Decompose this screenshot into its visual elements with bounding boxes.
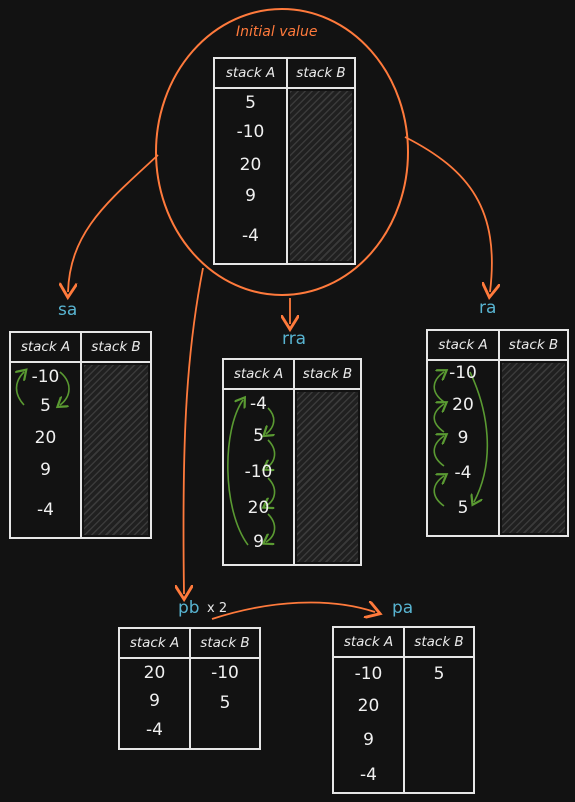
stack-b-header: stack B [405,628,473,658]
stack-a-value: 9 [457,428,469,448]
stack-a-value: -10 [31,367,60,387]
stack-b-header: stack B [288,59,354,89]
stack-a-header: stack A [120,629,189,659]
op-label-pa: pa [392,598,414,618]
stack-a-value: 5 [457,498,469,518]
arrow-pb-to-pa [211,602,375,620]
empty-stack-hatch [297,392,358,562]
stack-a-value: 9 [40,460,51,480]
stack-table-pb: stack A 20 9 -4 stack B -10 5 [118,627,261,750]
stack-a-value: -4 [242,226,259,246]
stack-a-value: -10 [236,122,265,142]
stack-a-value: 9 [149,691,160,711]
arrow-to-sa [68,154,159,292]
stack-a-value: 20 [452,395,474,415]
stack-a-value: -10 [244,462,273,482]
stack-b-value: 5 [433,664,445,684]
op-label-rra: rra [282,329,307,349]
stack-a-value: -10 [354,664,383,684]
stack-table-sa: stack A -10 5 20 9 -4 stack B [9,331,152,539]
stack-table-initial: stack A 5 -10 20 9 -4 stack B [213,57,356,265]
op-label-pb-times: x 2 [207,601,228,616]
stack-a-value: 5 [245,93,256,113]
stack-b-header: stack B [500,331,567,361]
stack-b-header: stack B [295,360,360,390]
stack-b-header: stack B [191,629,259,659]
stack-a-value: 9 [363,730,374,750]
stack-a-value: 20 [143,663,166,683]
empty-stack-hatch [502,363,565,533]
op-label-ra: ra [479,298,497,318]
arrow-to-pb [183,267,204,594]
stack-a-header: stack A [11,333,80,363]
stack-a-value: -4 [360,765,377,785]
stack-a-header: stack A [224,360,293,390]
stack-a-value: 9 [253,532,264,552]
empty-stack-hatch [290,91,352,261]
stack-a-value: -4 [37,500,54,520]
stack-a-value: -10 [449,363,477,383]
initial-value-title: Initial value [236,24,318,40]
stack-a-value: -4 [146,720,163,740]
stack-a-value: 20 [357,696,380,716]
stack-table-pa: stack A -10 20 9 -4 stack B 5 [332,626,475,794]
stack-a-value: 9 [245,186,256,206]
stack-table-ra: stack A -10 20 9 -4 5 stack B [426,329,569,537]
stack-a-value: 5 [253,426,264,446]
stack-table-rra: stack A -4 5 -10 20 9 stack B [222,358,362,566]
arrow-to-ra [404,136,492,292]
stack-a-header: stack A [215,59,286,89]
stack-a-header: stack A [428,331,498,361]
stack-b-header: stack B [82,333,150,363]
stack-b-value: 5 [219,693,231,713]
stack-a-header: stack A [334,628,403,658]
empty-stack-hatch [84,365,148,535]
stack-a-value: 20 [247,498,270,518]
op-label-pb: pb [178,598,200,618]
stack-b-value: -10 [211,663,239,683]
stack-a-value: -4 [454,463,472,483]
op-label-sa: sa [58,300,78,320]
stack-a-value: 5 [40,396,51,416]
stack-a-value: 20 [34,428,57,448]
stack-a-value: -4 [250,394,267,414]
stack-a-value: 20 [239,155,262,175]
